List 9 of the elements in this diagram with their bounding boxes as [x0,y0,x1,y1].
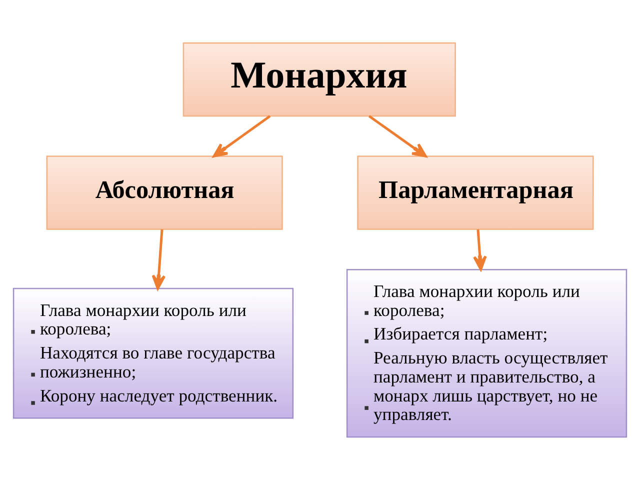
arrow [152,229,166,290]
node-box: Парламентарная [357,156,594,230]
arrow [212,115,271,158]
arrow [473,229,487,271]
arrow [368,115,427,158]
node-box: Монархия [182,42,456,117]
node-box: Глава монархии король или королева; Находятся во главе государства пожизненно; Корону наследует родственник. [12,288,294,419]
node-box: Абсолютная [46,156,283,230]
node-box: Глава монархии король или королева; Избирается парламент; Реальную власть осуществляет парламент и правительство, а монарх лишь царствует, но не управляет. [346,268,628,438]
